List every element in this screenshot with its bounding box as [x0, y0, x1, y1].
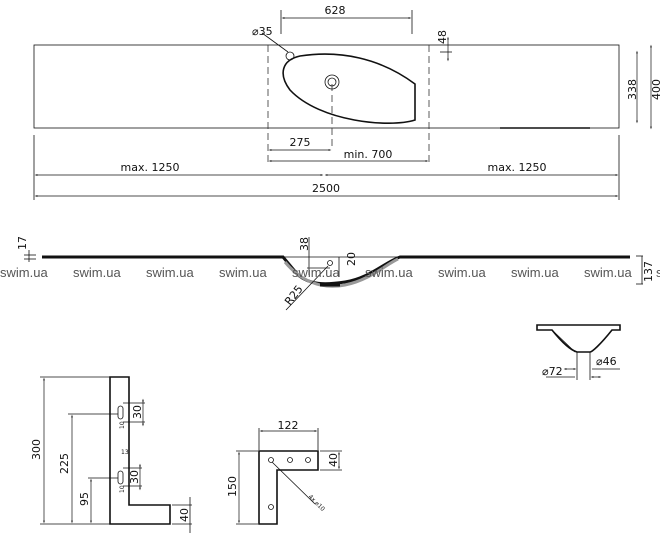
watermark: swim.ua — [656, 265, 660, 280]
watermark: swim.ua — [365, 265, 413, 280]
basin-section: ⌀72 ⌀46 — [536, 324, 621, 380]
watermark: swim.ua — [146, 265, 194, 280]
watermark: swim.ua — [511, 265, 559, 280]
bracket-plate — [258, 450, 319, 525]
offset-label: 48 — [436, 30, 449, 44]
drain-icon — [324, 74, 340, 90]
depth-338-label: 338 — [626, 79, 639, 100]
height-95-label: 95 — [78, 492, 91, 506]
outer-diameter-label: ⌀72 — [542, 365, 563, 378]
arm-40-label: 40 — [327, 453, 340, 467]
depth-400-label: 400 — [650, 79, 660, 100]
basin-outline — [282, 53, 416, 124]
slot-upper — [117, 405, 124, 420]
slot-width-lower: 10 — [119, 485, 126, 493]
countertop-outline — [33, 44, 620, 129]
drain-offset-label: 275 — [290, 136, 311, 149]
slot-height-upper: 30 — [131, 405, 144, 419]
watermark: swim.ua — [438, 265, 486, 280]
watermarks: swim.ua swim.ua swim.ua swim.ua swim.ua … — [0, 265, 660, 280]
depth-20-label: 20 — [345, 252, 358, 266]
min-width-label: min. 700 — [344, 148, 393, 161]
foot-height-label: 40 — [178, 508, 191, 522]
watermark: swim.ua — [584, 265, 632, 280]
hole-diameter-label: ⌀35 — [252, 25, 273, 38]
radius-label: R25 — [282, 283, 306, 308]
width-122-label: 122 — [278, 419, 299, 432]
watermark: swim.ua — [73, 265, 121, 280]
mount-hole-icon — [305, 457, 311, 463]
bracket-top-view: 4x ⌀10 122 150 40 — [226, 419, 342, 525]
basin-width-label: 628 — [325, 4, 346, 17]
mount-hole-icon — [287, 457, 293, 463]
watermark: swim.ua — [292, 265, 340, 280]
bracket-profile — [109, 376, 171, 525]
height-300-label: 300 — [30, 439, 43, 460]
max-left-label: max. 1250 — [121, 161, 180, 174]
slot-offset-label: 13 — [121, 449, 129, 456]
inner-diameter-label: ⌀46 — [596, 355, 617, 368]
bracket-side-view: 300 225 95 30 30 10 10 13 40 — [30, 376, 192, 533]
section-view: R25 38 20 17 137 — [16, 236, 655, 311]
total-length-label: 2500 — [312, 182, 340, 195]
slot-lower — [117, 470, 124, 485]
slot-width-upper: 10 — [119, 421, 126, 429]
height-137-label: 137 — [642, 261, 655, 282]
tap-hole-icon — [285, 51, 295, 61]
watermark: swim.ua — [0, 265, 48, 280]
max-right-label: max. 1250 — [488, 161, 547, 174]
mount-hole-icon — [268, 504, 274, 510]
height-225-label: 225 — [58, 453, 71, 474]
height-150-label: 150 — [226, 476, 239, 497]
basin-profile — [536, 324, 621, 353]
depth-38-label: 38 — [298, 237, 311, 251]
thickness-label: 17 — [16, 236, 29, 250]
mount-hole-icon — [268, 457, 274, 463]
slot-height-lower: 30 — [128, 470, 141, 484]
watermark: swim.ua — [219, 265, 267, 280]
drain-inner-ring — [327, 77, 337, 87]
top-view: ⌀35 628 48 338 400 275 min. 700 max. 125… — [33, 4, 660, 200]
holes-label: 4x ⌀10 — [307, 493, 327, 513]
